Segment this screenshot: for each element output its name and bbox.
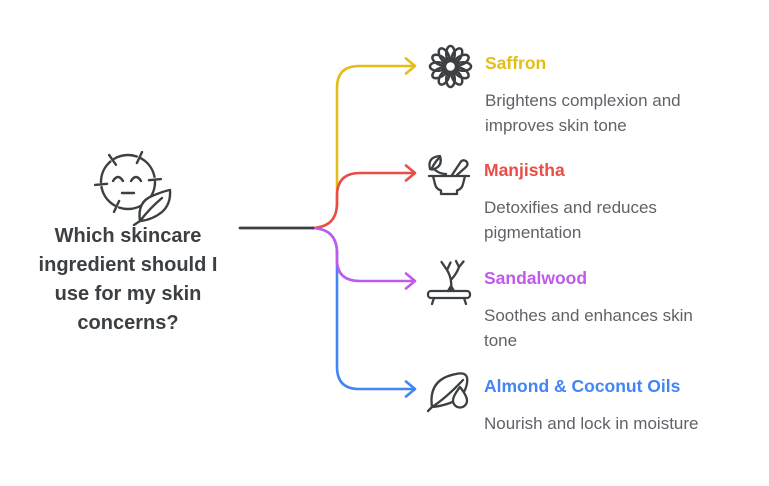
arrow-almond xyxy=(404,380,417,398)
branch-title-almond-coconut-oils: Almond & Coconut Oils xyxy=(484,376,681,396)
branch-desc-almond-coconut-oils: Nourish and lock in moisture xyxy=(484,414,699,433)
connector-saffron xyxy=(311,64,415,230)
branch-title-sandalwood: Sandalwood xyxy=(484,268,588,288)
face-with-leaf-icon xyxy=(92,146,174,226)
branch-sandalwood: Sandalwood Soothes and enhances skin ton… xyxy=(426,259,719,353)
incense-tree-icon xyxy=(426,259,472,306)
branch-title-manjistha: Manjistha xyxy=(484,160,565,180)
connector-manjistha xyxy=(311,171,415,230)
branch-desc-saffron: Brightens complexion and improves skin t… xyxy=(485,91,681,135)
root-question: Which skincare ingredient should I use f… xyxy=(38,225,218,334)
connector-sandalwood xyxy=(311,226,415,283)
connector-almond xyxy=(311,226,415,391)
leaf-droplet-icon xyxy=(426,372,469,413)
branch-title-saffron: Saffron xyxy=(485,53,547,73)
flower-icon xyxy=(428,44,473,89)
branch-desc-sandalwood: Soothes and enhances skin tone xyxy=(484,306,693,350)
branch-almond-coconut-oils: Almond & Coconut Oils Nourish and lock i… xyxy=(426,367,739,437)
branch-manjistha: Manjistha Detoxifies and reduces pigment… xyxy=(426,151,704,245)
arrow-saffron xyxy=(404,57,417,75)
arrow-sandalwood xyxy=(404,272,417,290)
mortar-pestle-icon xyxy=(427,154,471,196)
branch-saffron: Saffron Brightens complexion and improve… xyxy=(428,44,725,138)
arrow-manjistha xyxy=(404,164,417,182)
branch-desc-manjistha: Detoxifies and reduces pigmentation xyxy=(484,198,657,242)
